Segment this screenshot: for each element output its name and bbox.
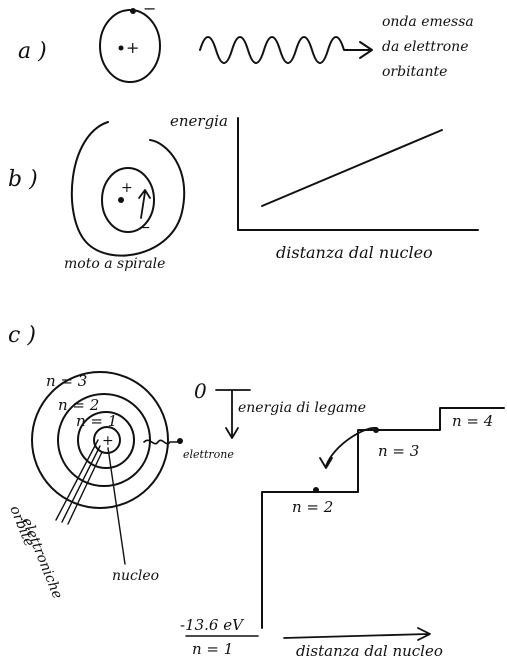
panel-a-wave bbox=[200, 37, 370, 63]
orbit-label-n3: n = 3 bbox=[46, 372, 87, 390]
wave-caption-line-2: da elettrone bbox=[382, 39, 468, 55]
panel-a-electron bbox=[130, 8, 136, 14]
panel-b-label: b ) bbox=[8, 167, 38, 192]
panel-c-x-label: distanza dal nucleo bbox=[296, 642, 443, 660]
panel-a-label: a ) bbox=[18, 39, 47, 64]
orbit-pointer-lines bbox=[56, 440, 102, 524]
orbits-caption-line-2: elettroniche bbox=[18, 516, 65, 602]
nucleus-charge: + bbox=[102, 433, 114, 449]
graph-y-label: energia bbox=[170, 112, 228, 130]
panel-b-nucleus bbox=[118, 197, 124, 203]
panel-a-nucleus-charge: + bbox=[126, 38, 139, 57]
transition-arrow bbox=[320, 428, 376, 468]
energy-graph-line bbox=[262, 130, 442, 206]
panel-b-nucleus-charge: + bbox=[121, 180, 133, 196]
spiral-caption: moto a spirale bbox=[64, 256, 165, 272]
nucleus-caption: nucleo bbox=[112, 568, 159, 584]
ground-energy-label: -13.6 eV bbox=[180, 616, 245, 634]
distance-arrow bbox=[284, 628, 430, 640]
level-label-n3: n = 3 bbox=[378, 442, 419, 460]
binding-energy-label: energia di legame bbox=[238, 400, 366, 416]
orbit-label-n1: n = 1 bbox=[76, 412, 117, 430]
energy-graph-axes bbox=[238, 118, 478, 230]
electron-level-dot bbox=[313, 487, 319, 493]
wave-caption-line-3: orbitante bbox=[382, 64, 447, 80]
panel-b-electron-charge: − bbox=[139, 220, 151, 236]
panel-c-label: c ) bbox=[8, 323, 36, 348]
electron-label: elettrone bbox=[183, 448, 234, 461]
level-label-n2: n = 2 bbox=[292, 498, 333, 516]
panel-b-spiral-arrow bbox=[139, 190, 150, 218]
panel-a-nucleus bbox=[119, 46, 124, 51]
panel-a-electron-charge: − bbox=[143, 0, 156, 18]
level-label-n4: n = 4 bbox=[452, 412, 493, 430]
zero-energy-label: 0 bbox=[194, 379, 207, 403]
ground-level-label: n = 1 bbox=[192, 640, 233, 658]
energy-staircase bbox=[262, 408, 504, 628]
wave-caption-line-1: onda emessa bbox=[382, 14, 474, 30]
graph-x-label: distanza dal nucleo bbox=[276, 243, 433, 262]
electron-dot bbox=[177, 438, 183, 444]
